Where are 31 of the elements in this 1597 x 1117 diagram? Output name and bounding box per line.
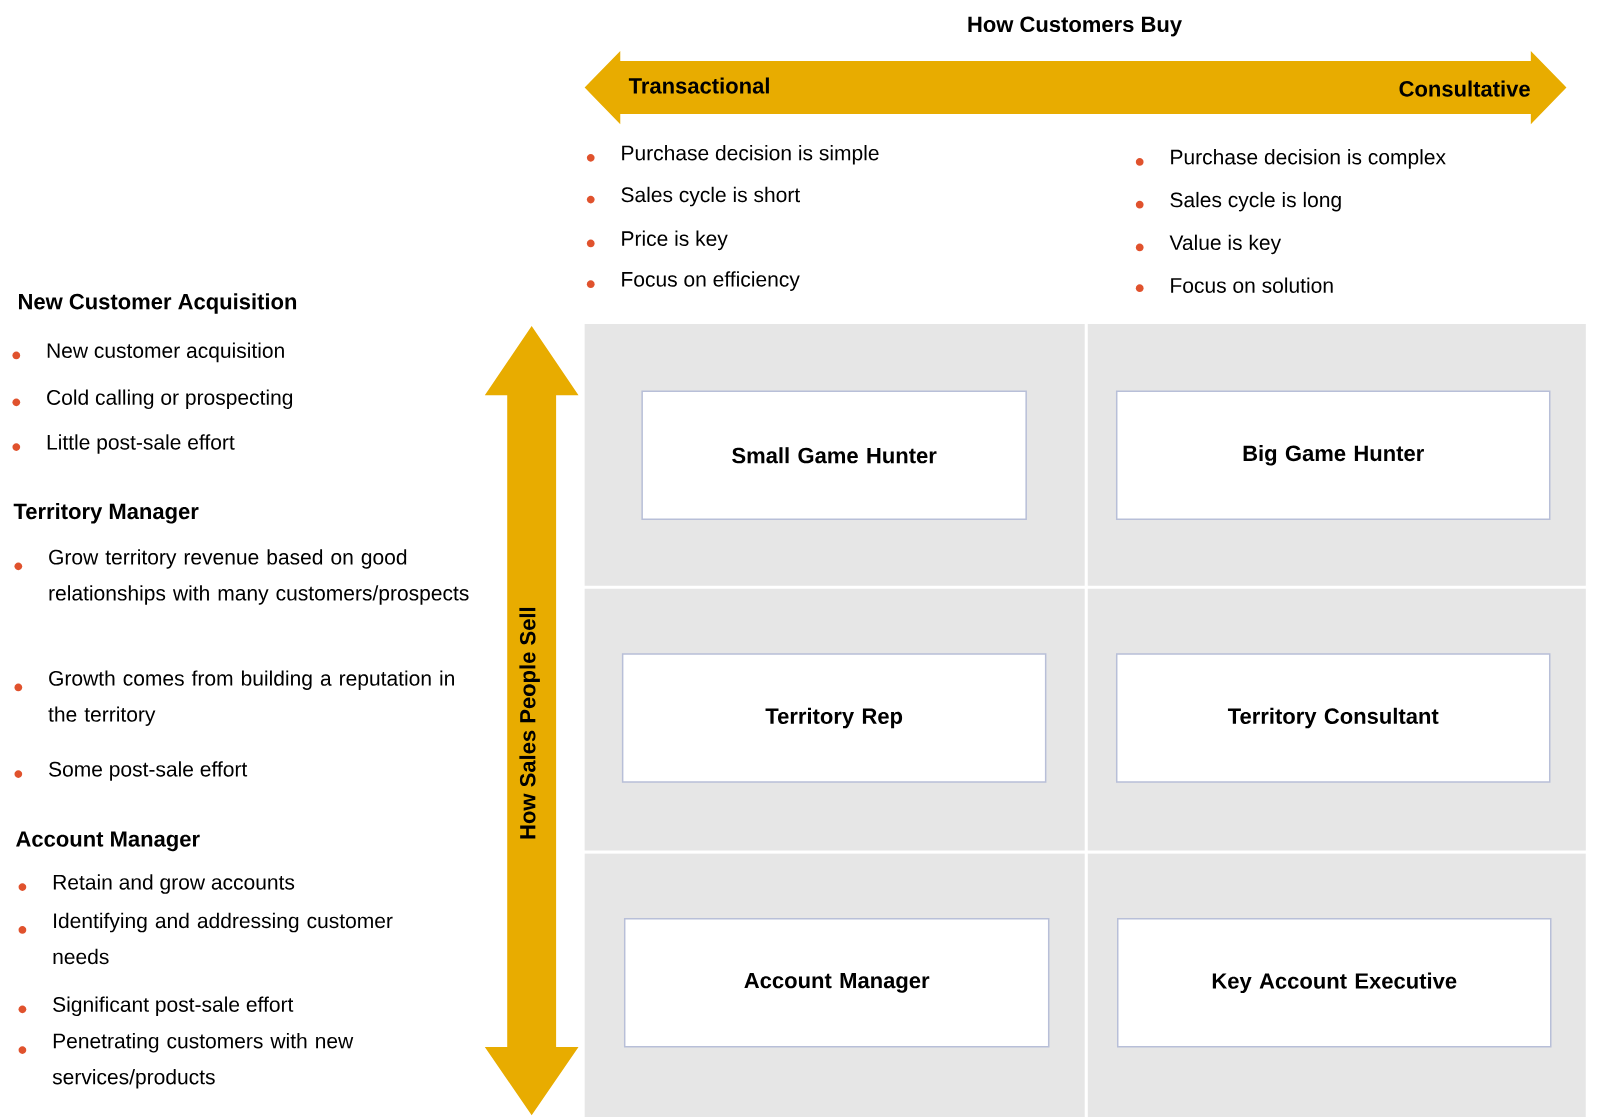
role-box: Territory Rep — [621, 653, 1047, 783]
bullet-item: Retain and grow accounts — [18, 874, 295, 894]
bullet-item: Penetrating customers with new services/products — [18, 1032, 354, 1089]
bullet-item: Price is key — [586, 230, 728, 250]
heading: New Customer Acquisition — [19, 293, 297, 314]
axis-label: Consultative — [1399, 80, 1530, 97]
bullet-item: Significant post-sale effort — [18, 996, 294, 1016]
bullet-item: Sales cycle is short — [586, 186, 800, 207]
axis-label: Transactional — [628, 77, 769, 94]
bullet-item: Focus on solution — [1135, 277, 1333, 293]
bullet-item: Little post-sale effort — [12, 434, 235, 454]
bullet-item: Purchase decision is complex — [1135, 148, 1446, 169]
role-box: Account Manager — [623, 917, 1050, 1048]
role-box: Territory Consultant — [1115, 653, 1551, 783]
bullet-item: New customer acquisition — [12, 342, 284, 363]
bullet-item: Focus on efficiency — [586, 271, 800, 291]
bullet-item: Grow territory revenue based on good relationships with many customers/prospects — [14, 549, 469, 605]
axis-label: How Sales People Sell — [519, 607, 540, 839]
role-box: Key Account Executive — [1117, 917, 1552, 1048]
bullet-item: Cold calling or prospecting — [12, 389, 293, 409]
bullet-item: Some post-sale effort — [14, 761, 248, 781]
role-box: Small Game Hunter — [641, 390, 1027, 520]
bullet-item: Growth comes from building a reputation in the territory — [14, 670, 454, 726]
bullet-item: Value is key — [1135, 234, 1282, 255]
bullet-item: Sales cycle is long — [1135, 191, 1341, 212]
bullet-item: Purchase decision is simple — [586, 144, 879, 165]
heading: Account Manager — [16, 831, 200, 852]
bullet-item: Identifying and addressing customer needs — [18, 912, 393, 965]
title: How Customers Buy — [968, 16, 1182, 37]
heading: Territory Manager — [13, 502, 199, 524]
role-box: Big Game Hunter — [1115, 390, 1551, 520]
